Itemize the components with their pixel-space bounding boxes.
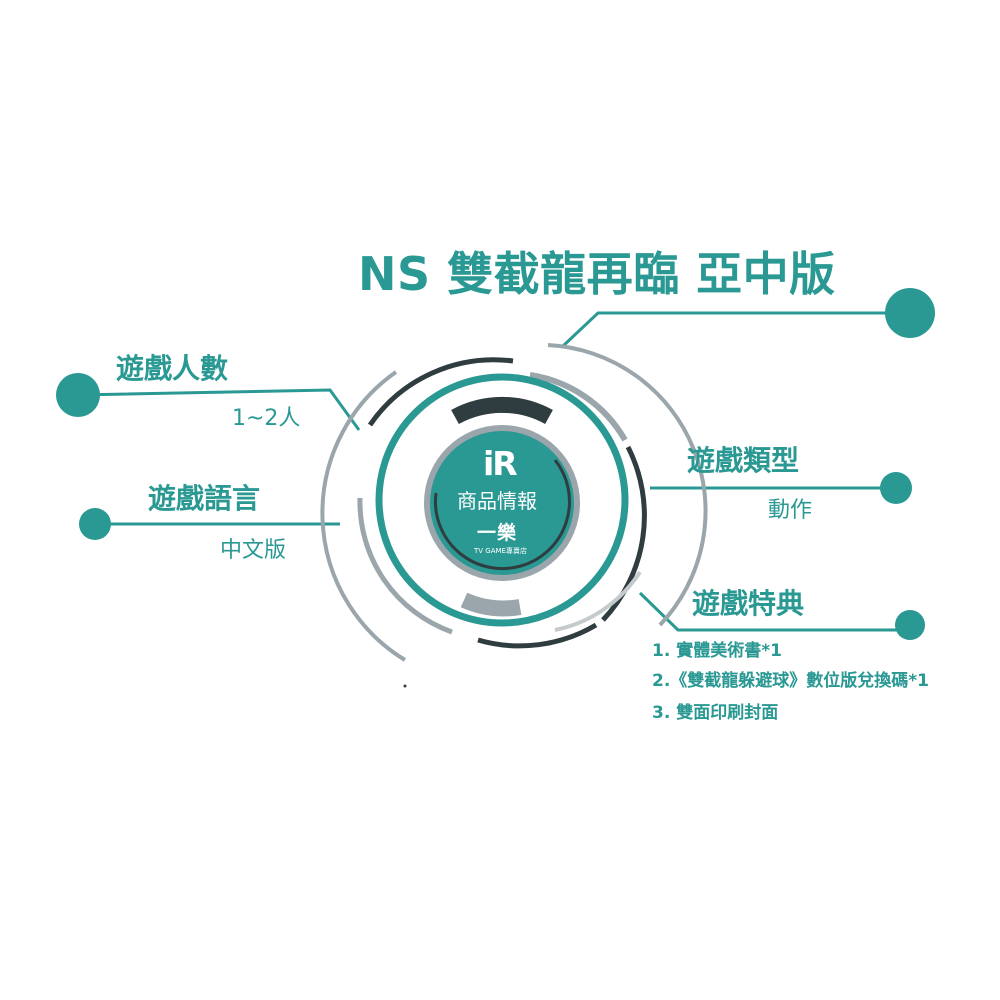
- gray-arc-bottom-right: [554, 570, 642, 632]
- bonus-item: 1. 實體美術書*1: [652, 641, 782, 661]
- dark-arc-bottom: [477, 622, 598, 649]
- bonus-dot: [895, 610, 925, 640]
- stray-dot: [403, 684, 407, 688]
- center-inner-arc: [433, 459, 571, 571]
- genre-dot: [880, 472, 912, 504]
- players-heading: 遊戲人數: [116, 352, 229, 385]
- store-subtitle: TV GAME專賣店: [474, 547, 527, 555]
- genre-heading: 遊戲類型: [687, 444, 800, 477]
- page-title: NS 雙截龍再臨 亞中版: [358, 247, 836, 301]
- bonus-item: 3. 雙面印刷封面: [652, 703, 779, 723]
- dark-arc-right: [601, 445, 647, 622]
- players-dot: [56, 373, 100, 417]
- center-badge: [424, 425, 580, 581]
- bonus-heading: 遊戲特典: [692, 587, 805, 620]
- language-dot: [79, 508, 111, 540]
- connector-lines: [77, 311, 910, 632]
- outer-arc-left: [320, 370, 407, 662]
- title-connector: [561, 311, 910, 348]
- center-teal-disk: [430, 431, 574, 575]
- endpoint-dots: [56, 288, 935, 640]
- inner-segment-bottom: [460, 592, 522, 617]
- inner-segment-top: [451, 396, 553, 425]
- language-heading: 遊戲語言: [148, 482, 261, 515]
- genre-value: 動作: [768, 498, 813, 523]
- store-logo: iR: [483, 444, 518, 483]
- gray-arc-top: [529, 372, 628, 442]
- store-brand: 一樂: [477, 522, 518, 544]
- bonus-item: 2.《雙截龍躲避球》數位版兌換碼*1: [652, 671, 930, 691]
- gray-arc-left: [357, 497, 453, 635]
- title-dot: [885, 288, 935, 338]
- language-value: 中文版: [220, 538, 287, 563]
- players-value: 1~2人: [232, 406, 301, 431]
- center-title: 商品情報: [457, 489, 537, 513]
- outer-rings: [320, 343, 708, 662]
- teal-ring: [375, 373, 629, 627]
- players-connector: [77, 388, 361, 431]
- dark-arc-top: [367, 357, 514, 427]
- outer-arc-right: [547, 343, 708, 627]
- bonus-connector: [638, 591, 910, 632]
